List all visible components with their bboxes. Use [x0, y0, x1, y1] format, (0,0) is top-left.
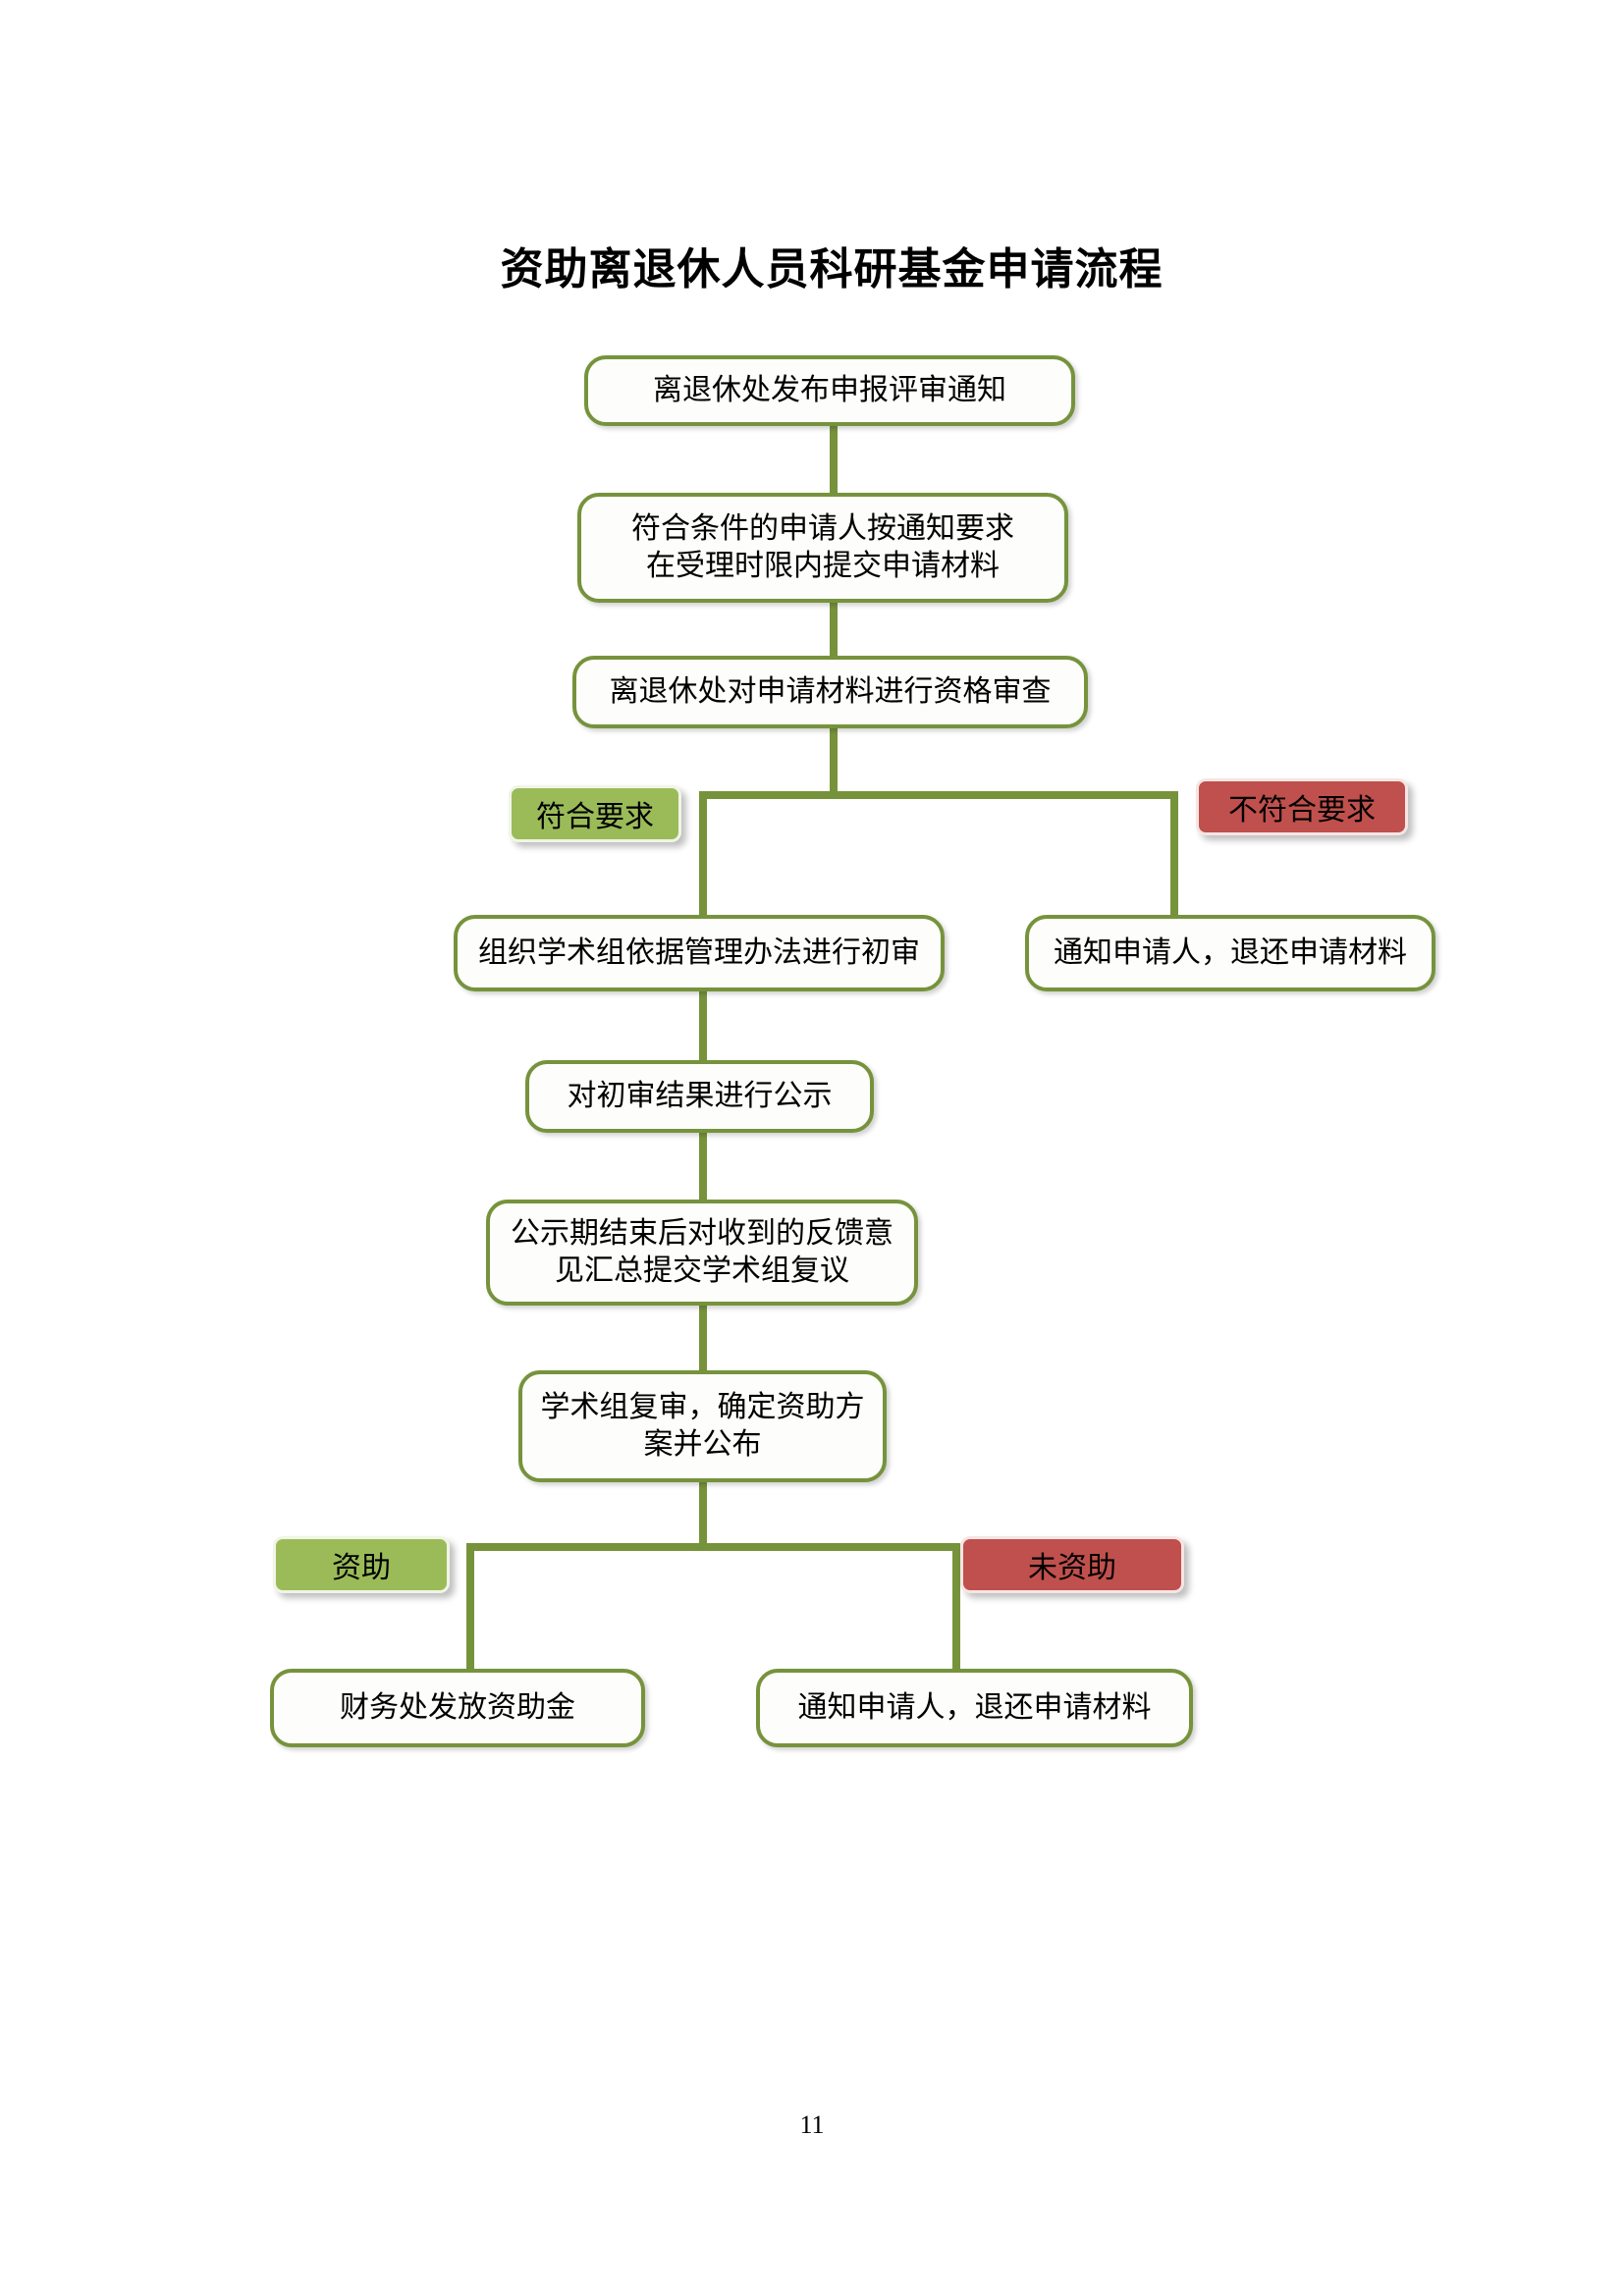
connector-n7-n8	[699, 1306, 707, 1370]
connector-split-bar-1	[699, 791, 1178, 799]
decision-badge-label: 未资助	[1028, 1552, 1116, 1584]
flow-node-notify-return-2[interactable]: 通知申请人，退还申请材料	[756, 1669, 1193, 1747]
flow-node-final-review[interactable]: 学术组复审，确定资助方 案并公布	[518, 1370, 887, 1482]
flow-node-label: 学术组复审，确定资助方 案并公布	[540, 1390, 865, 1461]
connector-split1-left-drop	[699, 791, 707, 917]
decision-badge-label: 不符合要求	[1228, 794, 1376, 827]
connector-n2-n3	[830, 602, 838, 672]
connector-split2-left-drop	[466, 1543, 474, 1669]
connector-n3-stem	[830, 726, 838, 795]
flow-node-collect-feedback[interactable]: 公示期结束后对收到的反馈意 见汇总提交学术组复议	[486, 1200, 918, 1306]
connector-n4-n6	[699, 991, 707, 1060]
connector-split1-right-drop	[1170, 791, 1178, 917]
flow-node-notice-publish[interactable]: 离退休处发布申报评审通知	[584, 355, 1075, 426]
flow-node-label: 离退休处对申请材料进行资格审查	[609, 674, 1052, 708]
decision-badge-meets-requirements[interactable]: 符合要求	[509, 785, 681, 842]
decision-badge-not-funded[interactable]: 未资助	[960, 1536, 1184, 1593]
flow-node-label: 符合条件的申请人按通知要求 在受理时限内提交申请材料	[631, 511, 1014, 582]
flow-node-label: 通知申请人，退还申请材料	[1054, 935, 1407, 969]
connector-split-bar-2	[466, 1543, 960, 1551]
flow-node-label: 离退休处发布申报评审通知	[653, 373, 1006, 406]
flow-node-label: 公示期结束后对收到的反馈意 见汇总提交学术组复议	[511, 1216, 893, 1287]
flow-node-submit-materials[interactable]: 符合条件的申请人按通知要求 在受理时限内提交申请材料	[577, 493, 1068, 603]
flow-node-publicize-result[interactable]: 对初审结果进行公示	[525, 1060, 874, 1133]
decision-badge-label: 资助	[332, 1552, 391, 1584]
decision-badge-not-meets-requirements[interactable]: 不符合要求	[1196, 778, 1408, 835]
connector-n6-n7	[699, 1133, 707, 1200]
flow-node-label: 通知申请人，退还申请材料	[797, 1690, 1152, 1724]
connector-n8-stem	[699, 1482, 707, 1549]
page-title: 资助离退休人员科研基金申请流程	[500, 245, 1164, 294]
flow-node-preliminary-review[interactable]: 组织学术组依据管理办法进行初审	[454, 915, 945, 991]
connector-n1-n2	[830, 424, 838, 495]
decision-badge-label: 符合要求	[536, 801, 654, 833]
page-number: 11	[799, 2110, 825, 2139]
flow-node-qualification-review[interactable]: 离退休处对申请材料进行资格审查	[572, 656, 1088, 728]
flow-node-disburse-funds[interactable]: 财务处发放资助金	[270, 1669, 645, 1747]
connector-split2-right-drop	[952, 1543, 960, 1669]
flow-node-label: 对初审结果进行公示	[567, 1079, 833, 1112]
flow-node-label: 组织学术组依据管理办法进行初审	[478, 935, 920, 969]
decision-badge-funded[interactable]: 资助	[273, 1536, 450, 1593]
flow-node-label: 财务处发放资助金	[340, 1690, 575, 1724]
flow-node-notify-return-1[interactable]: 通知申请人，退还申请材料	[1025, 915, 1435, 991]
